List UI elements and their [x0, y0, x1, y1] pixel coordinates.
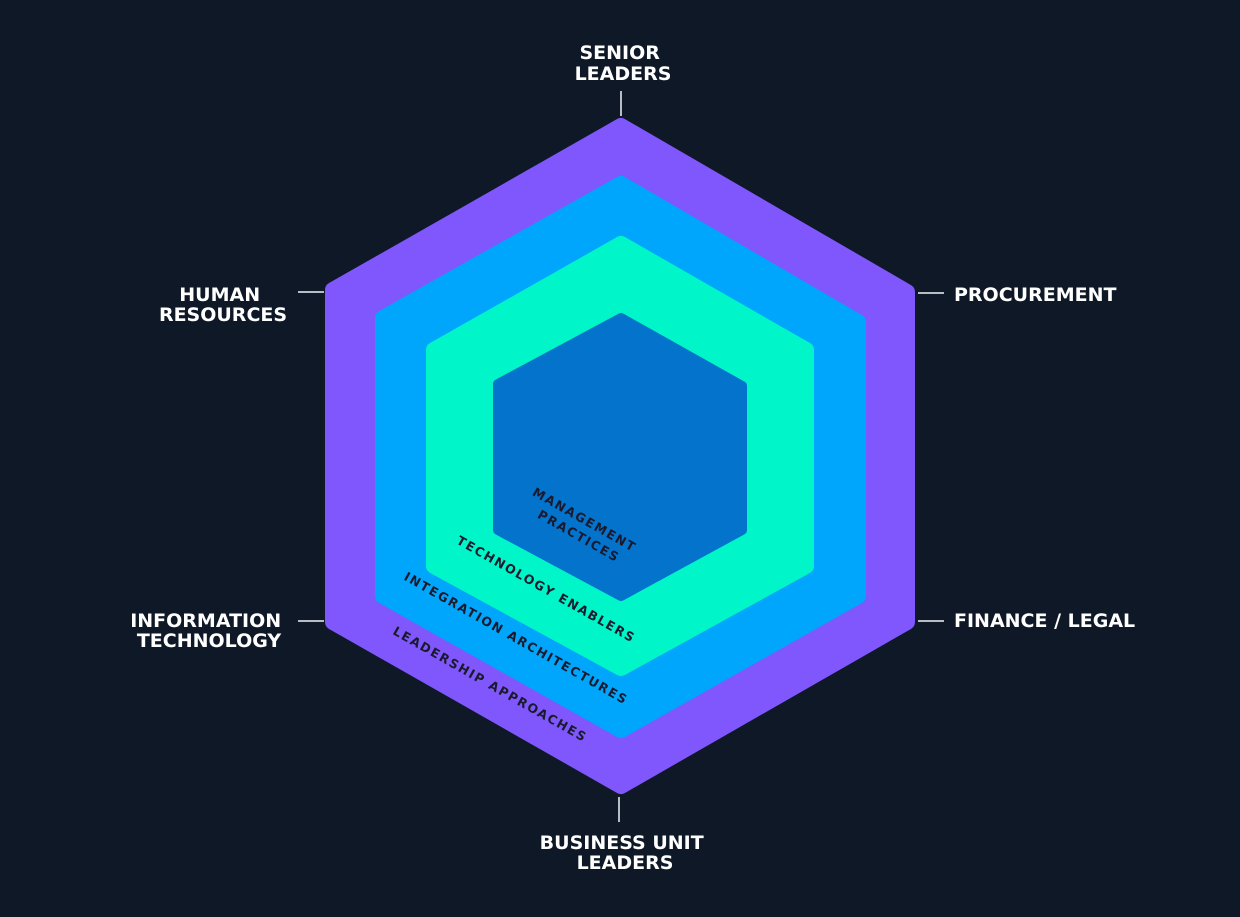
label-human-resources: HUMAN RESOURCES: [159, 284, 287, 326]
label-finance-legal: FINANCE / LEGAL: [954, 610, 1135, 632]
label-procurement: PROCUREMENT: [954, 284, 1116, 306]
label-business-unit-leaders: BUSINESS UNIT LEADERS: [540, 832, 711, 874]
hexagon-management-practices: [493, 313, 747, 601]
label-senior-leaders: SENIOR LEADERS: [575, 42, 672, 85]
label-information-technology: INFORMATION TECHNOLOGY: [130, 610, 288, 652]
